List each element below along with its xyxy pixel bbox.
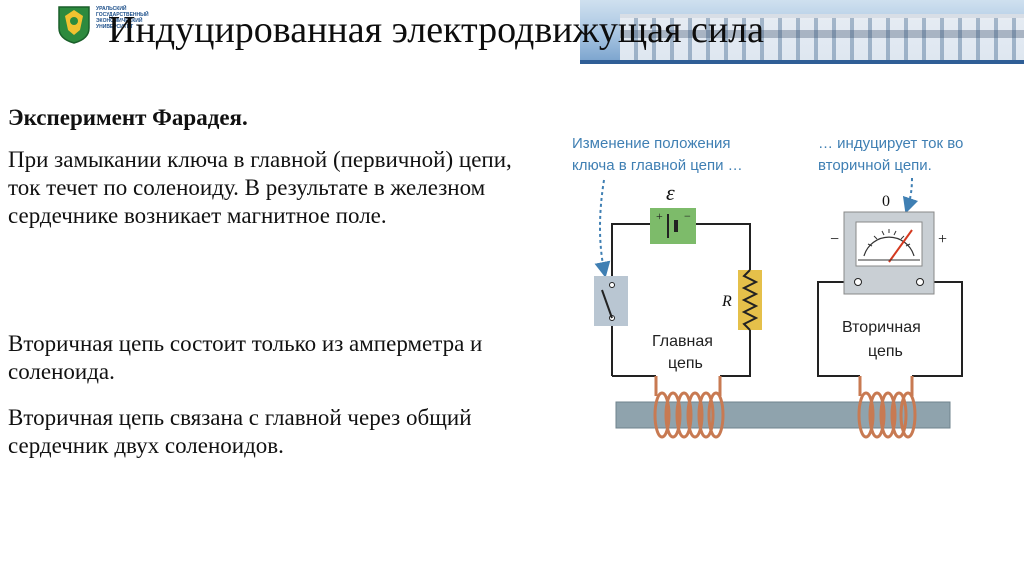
secondary-circuit-wires bbox=[817, 281, 963, 377]
resistor-symbol: R bbox=[721, 293, 732, 310]
paragraph-secondary-circuit: Вторичная цепь состоит только из амперме… bbox=[8, 331, 483, 384]
meter-plus: + bbox=[938, 231, 947, 248]
header-stripe bbox=[580, 60, 1024, 64]
faraday-experiment-diagram: Изменение положения ключа в главной цепи… bbox=[572, 135, 963, 439]
ammeter-needle bbox=[888, 229, 913, 263]
paragraph-common-core: Вторичная цепь связана с главной через о… bbox=[8, 405, 472, 458]
primary-coil-icon bbox=[653, 376, 725, 439]
caption-left-line1: Изменение положения bbox=[572, 135, 731, 152]
caption-left-arrow bbox=[594, 179, 611, 278]
experiment-title: Эксперимент Фарадея. bbox=[8, 105, 248, 130]
paragraph-primary-circuit: При замыкании ключа в главной (первичной… bbox=[8, 147, 512, 228]
university-logo-icon bbox=[58, 6, 90, 44]
header-building-photo bbox=[580, 0, 1024, 60]
secondary-label-line1: Вторичная bbox=[842, 319, 921, 336]
secondary-label-line2: цепь bbox=[868, 343, 903, 360]
primary-label-line2: цепь bbox=[668, 355, 703, 372]
primary-label-line1: Главная bbox=[652, 333, 713, 350]
caption-right-arrow bbox=[902, 177, 919, 214]
secondary-coil-icon bbox=[857, 376, 917, 439]
meter-zero: 0 bbox=[882, 193, 890, 210]
caption-right-line1: … индуцирует ток во bbox=[818, 135, 963, 152]
battery-icon bbox=[650, 208, 696, 244]
battery-plus: + bbox=[656, 209, 663, 223]
battery-minus: − bbox=[684, 209, 691, 223]
caption-left-line2: ключа в главной цепи … bbox=[572, 157, 743, 174]
emf-symbol: ε bbox=[666, 180, 675, 205]
page-title: Индуцированная электродвижущая сила bbox=[108, 9, 765, 51]
meter-minus: − bbox=[830, 231, 839, 248]
caption-right-line2: вторичной цепи. bbox=[818, 157, 932, 174]
